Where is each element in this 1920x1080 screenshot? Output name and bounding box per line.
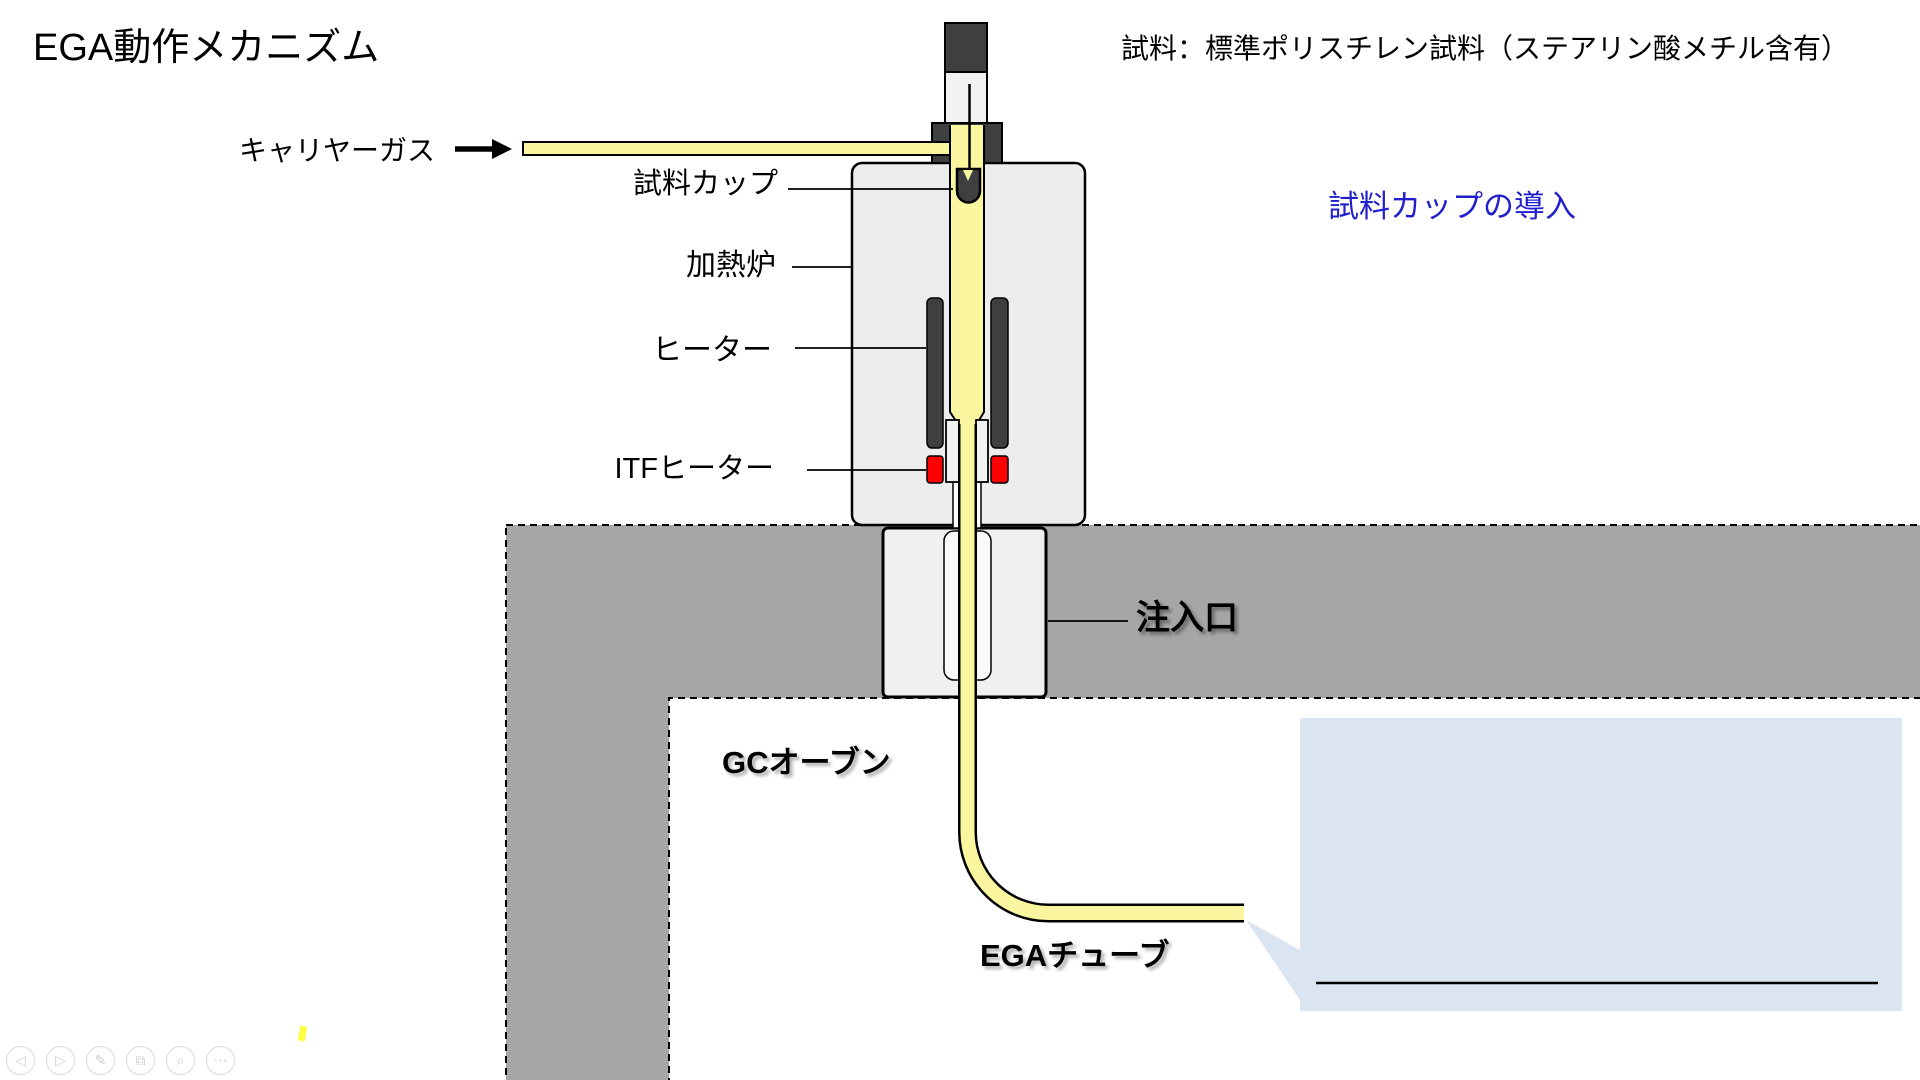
sample-note: 試料：標準ポリスチレン試料（ステアリン酸メチル含有） [1121, 33, 1850, 64]
itf-heater-left [926, 455, 944, 484]
gc-body-wall [505, 524, 1920, 1080]
furnace-channel-fill [949, 125, 985, 450]
callout-pointer [1246, 920, 1300, 1000]
callout-box[interactable] [1300, 718, 1902, 1011]
carrier-gas-label: キャリヤーガス [238, 135, 435, 166]
sample-cup-label: 試料カップ [632, 168, 778, 200]
itf-heater-label: ITFヒーター [614, 453, 775, 485]
prev-icon[interactable]: ◁ [6, 1046, 35, 1075]
probe-body [944, 71, 988, 126]
itf-sheath-right [975, 419, 989, 483]
sample-cup [955, 167, 982, 204]
ega-tube-bore [960, 424, 1244, 920]
probe-cap [944, 22, 988, 74]
heater-label: ヒーター [652, 334, 772, 367]
pen-icon[interactable]: ✎ [86, 1046, 115, 1075]
furnace-label: 加熱炉 [686, 249, 776, 282]
slideshow-controls: ◁ ▷ ✎ ⧉ ⌕ ⋯ [6, 1046, 235, 1075]
slides-icon[interactable]: ⧉ [126, 1046, 155, 1075]
zoom-icon[interactable]: ⌕ [166, 1046, 195, 1075]
heater-bar-right [990, 297, 1009, 449]
ega-tube-label: EGAチューブ [980, 938, 1170, 973]
sample-cup-opening [963, 170, 973, 181]
heater-bar-left [926, 297, 944, 449]
itf-sheath-left [945, 419, 960, 483]
next-icon[interactable]: ▷ [46, 1046, 75, 1075]
step-caption: 試料カップの導入 [1328, 189, 1576, 224]
gc-oven-label: GCオーブン [722, 745, 891, 780]
more-icon[interactable]: ⋯ [206, 1046, 235, 1075]
carrier-gas-tube [522, 141, 954, 156]
itf-heater-right [990, 455, 1009, 484]
carrier-gas-arrow-head [492, 139, 512, 159]
page-title: EGA動作メカニズム [33, 27, 380, 69]
injection-port-label: 注入口 [1136, 599, 1238, 637]
